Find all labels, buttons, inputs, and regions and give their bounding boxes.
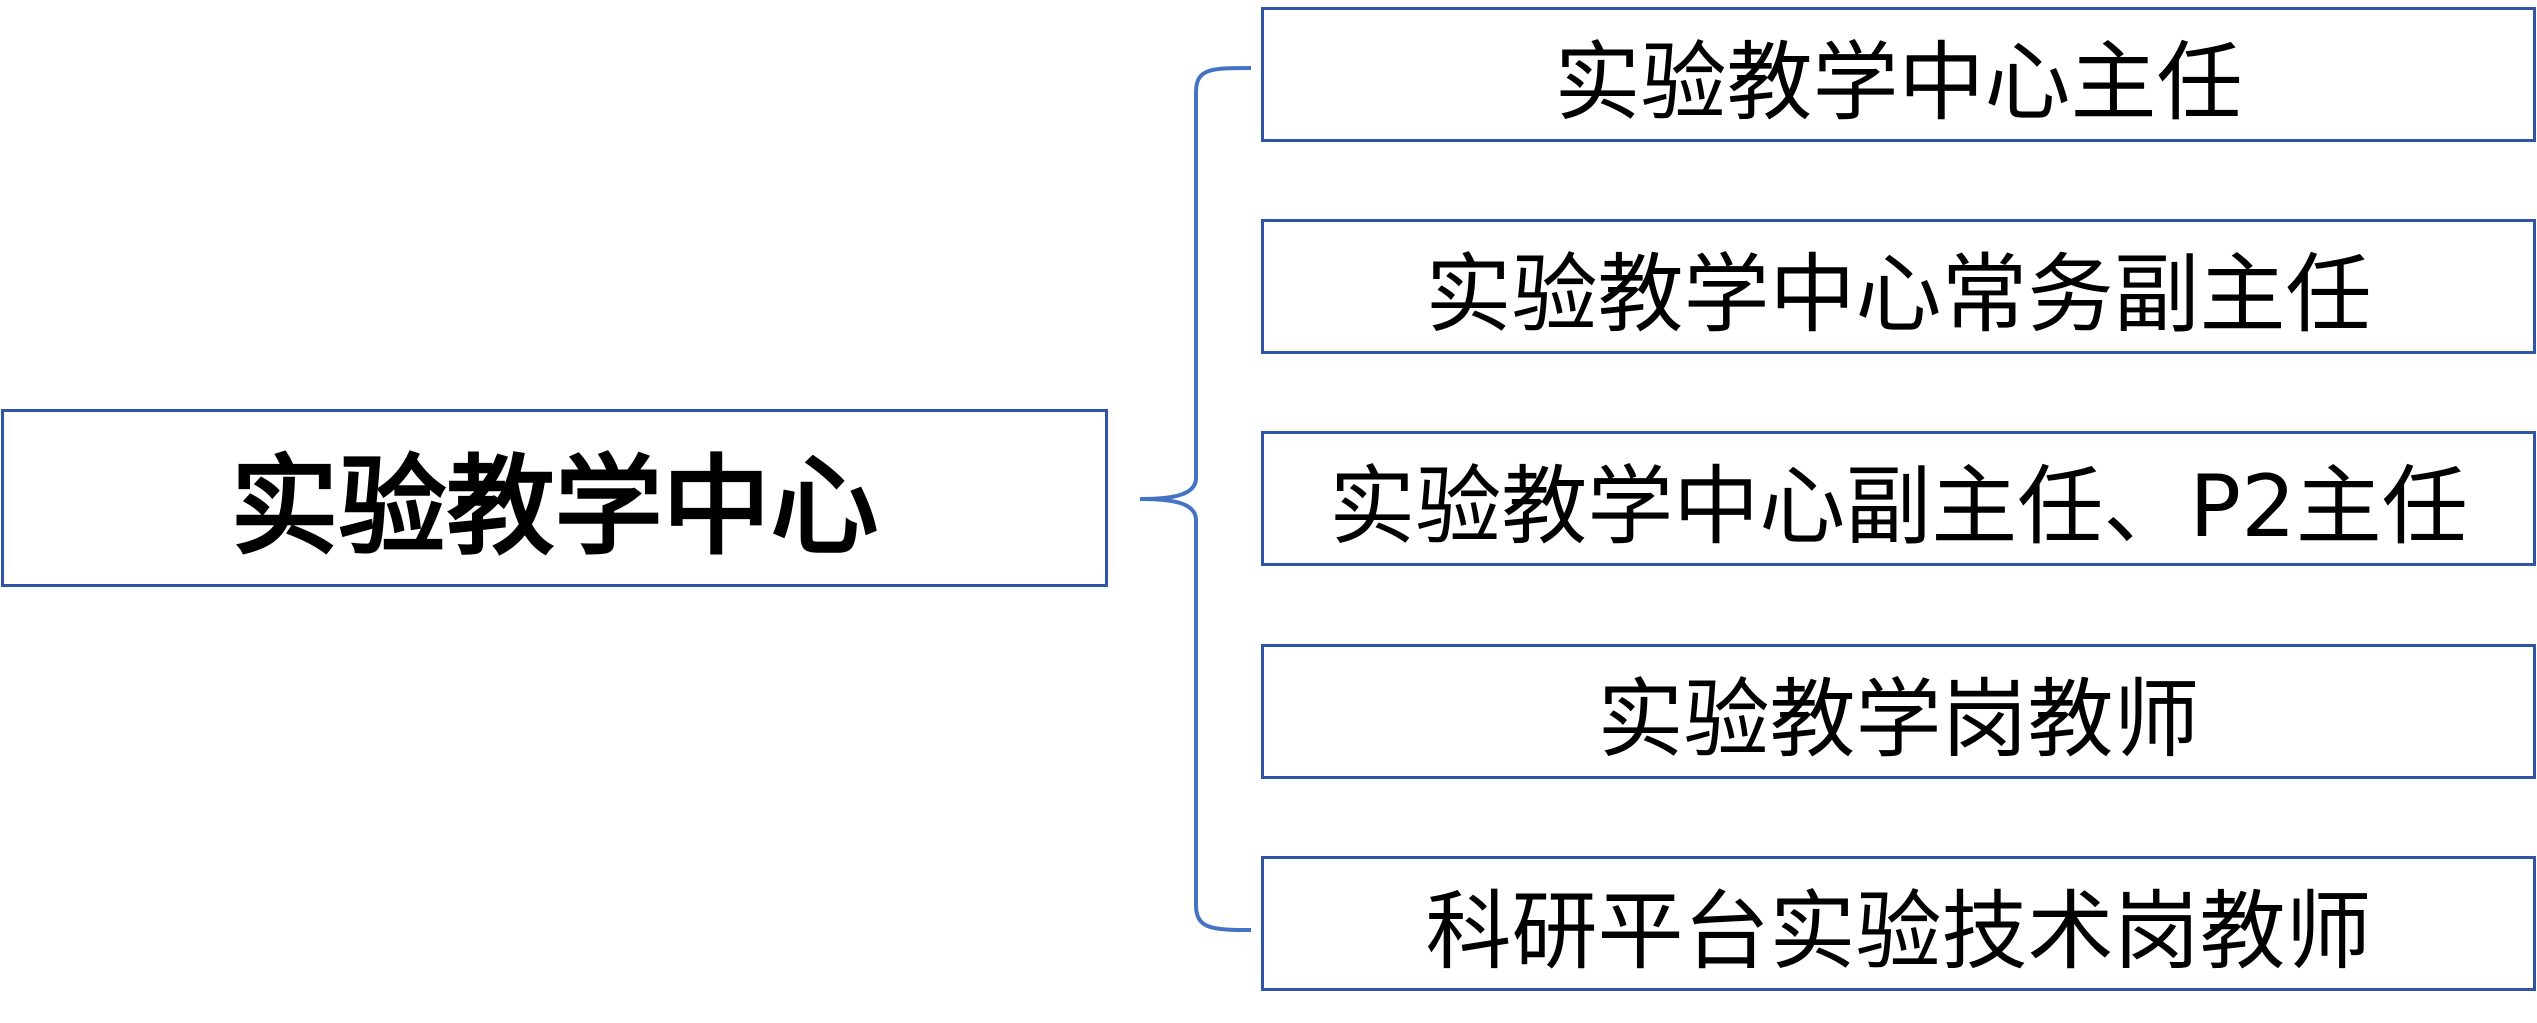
root-node: 实验教学中心 (1, 409, 1108, 587)
child-node-teaching-staff: 实验教学岗教师 (1261, 644, 2536, 779)
child-node-label: 实验教学岗教师 (1597, 670, 2200, 770)
child-node-deputy-director-p2: 实验教学中心副主任、P2主任 (1261, 431, 2536, 566)
child-node-label: 实验教学中心副主任、P2主任 (1329, 457, 2468, 557)
child-node-label: 科研平台实验技术岗教师 (1425, 882, 2372, 982)
child-node-director: 实验教学中心主任 (1261, 7, 2536, 142)
child-node-research-technical-staff: 科研平台实验技术岗教师 (1261, 856, 2536, 991)
child-node-executive-deputy-director: 实验教学中心常务副主任 (1261, 219, 2536, 354)
curly-brace-path (1139, 66, 1252, 932)
child-node-label: 实验教学中心主任 (1554, 33, 2243, 133)
child-node-label: 实验教学中心常务副主任 (1425, 245, 2372, 345)
root-node-label: 实验教学中心 (230, 445, 879, 570)
